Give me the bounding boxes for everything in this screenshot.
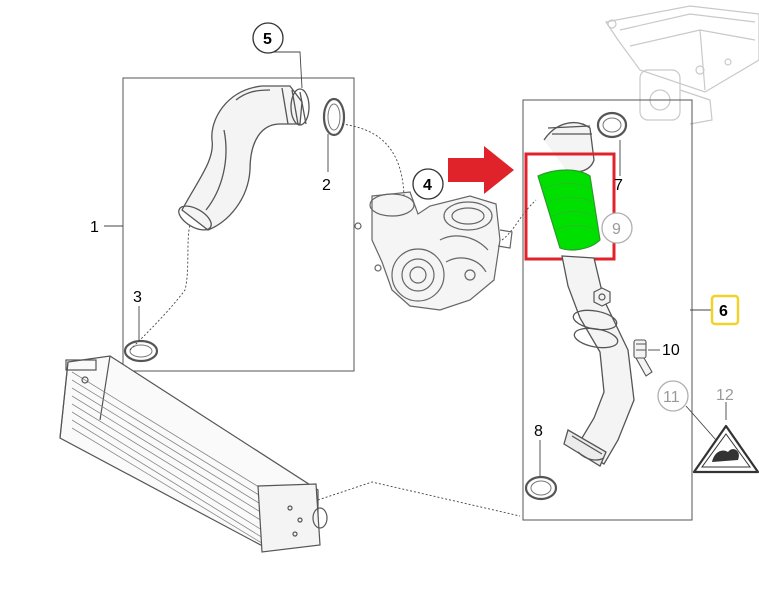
lower-charge-pipe[interactable] xyxy=(561,255,635,467)
o-ring-3[interactable] xyxy=(123,339,159,363)
callout-11: 11 xyxy=(663,389,680,406)
callout-1: 1 xyxy=(90,219,99,236)
callout-5: 5 xyxy=(263,31,272,48)
callout-9: 9 xyxy=(612,221,621,238)
callout-2: 2 xyxy=(322,177,331,194)
callout-11-circle xyxy=(657,380,689,412)
callout-7: 7 xyxy=(614,177,623,194)
o-ring-8[interactable] xyxy=(524,475,558,501)
callout-9-circle xyxy=(601,212,633,244)
callout-8: 8 xyxy=(534,423,543,440)
o-ring-7[interactable] xyxy=(596,111,628,139)
callout-6: 6 xyxy=(719,303,728,320)
callout-4-circle xyxy=(412,168,444,200)
upper-charge-pipe[interactable] xyxy=(543,122,595,173)
callout-4: 4 xyxy=(423,177,432,194)
callout-6-badge xyxy=(710,294,740,326)
intercooler[interactable] xyxy=(59,355,328,553)
callout-10: 10 xyxy=(662,342,680,359)
warning-label-icon[interactable] xyxy=(692,424,759,474)
callout-3: 3 xyxy=(133,289,142,306)
charge-air-hose[interactable] xyxy=(175,85,310,235)
sensor-10[interactable] xyxy=(633,339,653,377)
clamp-bolt[interactable] xyxy=(593,287,611,307)
callout-12: 12 xyxy=(716,387,734,404)
highlighted-hose[interactable] xyxy=(537,169,601,251)
engine-cover xyxy=(604,5,759,125)
group-box-left xyxy=(122,77,355,372)
callout-5-circle xyxy=(252,22,284,54)
leader-lines xyxy=(104,51,727,517)
highlight-arrow xyxy=(448,146,514,194)
o-ring-2[interactable] xyxy=(322,97,346,137)
turbocharger[interactable] xyxy=(354,191,513,311)
